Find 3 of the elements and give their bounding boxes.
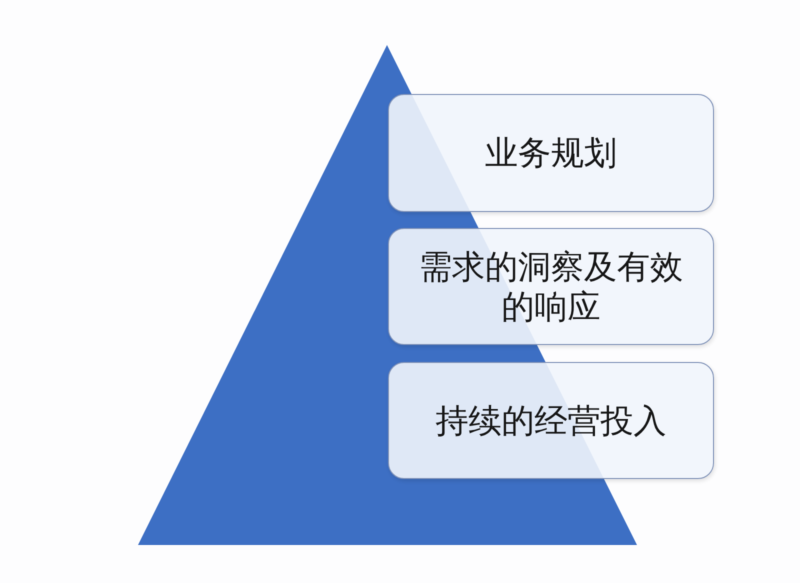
pyramid-level-card: 需求的洞察及有效的响应: [388, 228, 714, 345]
pyramid-level-card: 持续的经营投入: [388, 362, 714, 479]
pyramid-level-card: 业务规划: [388, 94, 714, 212]
